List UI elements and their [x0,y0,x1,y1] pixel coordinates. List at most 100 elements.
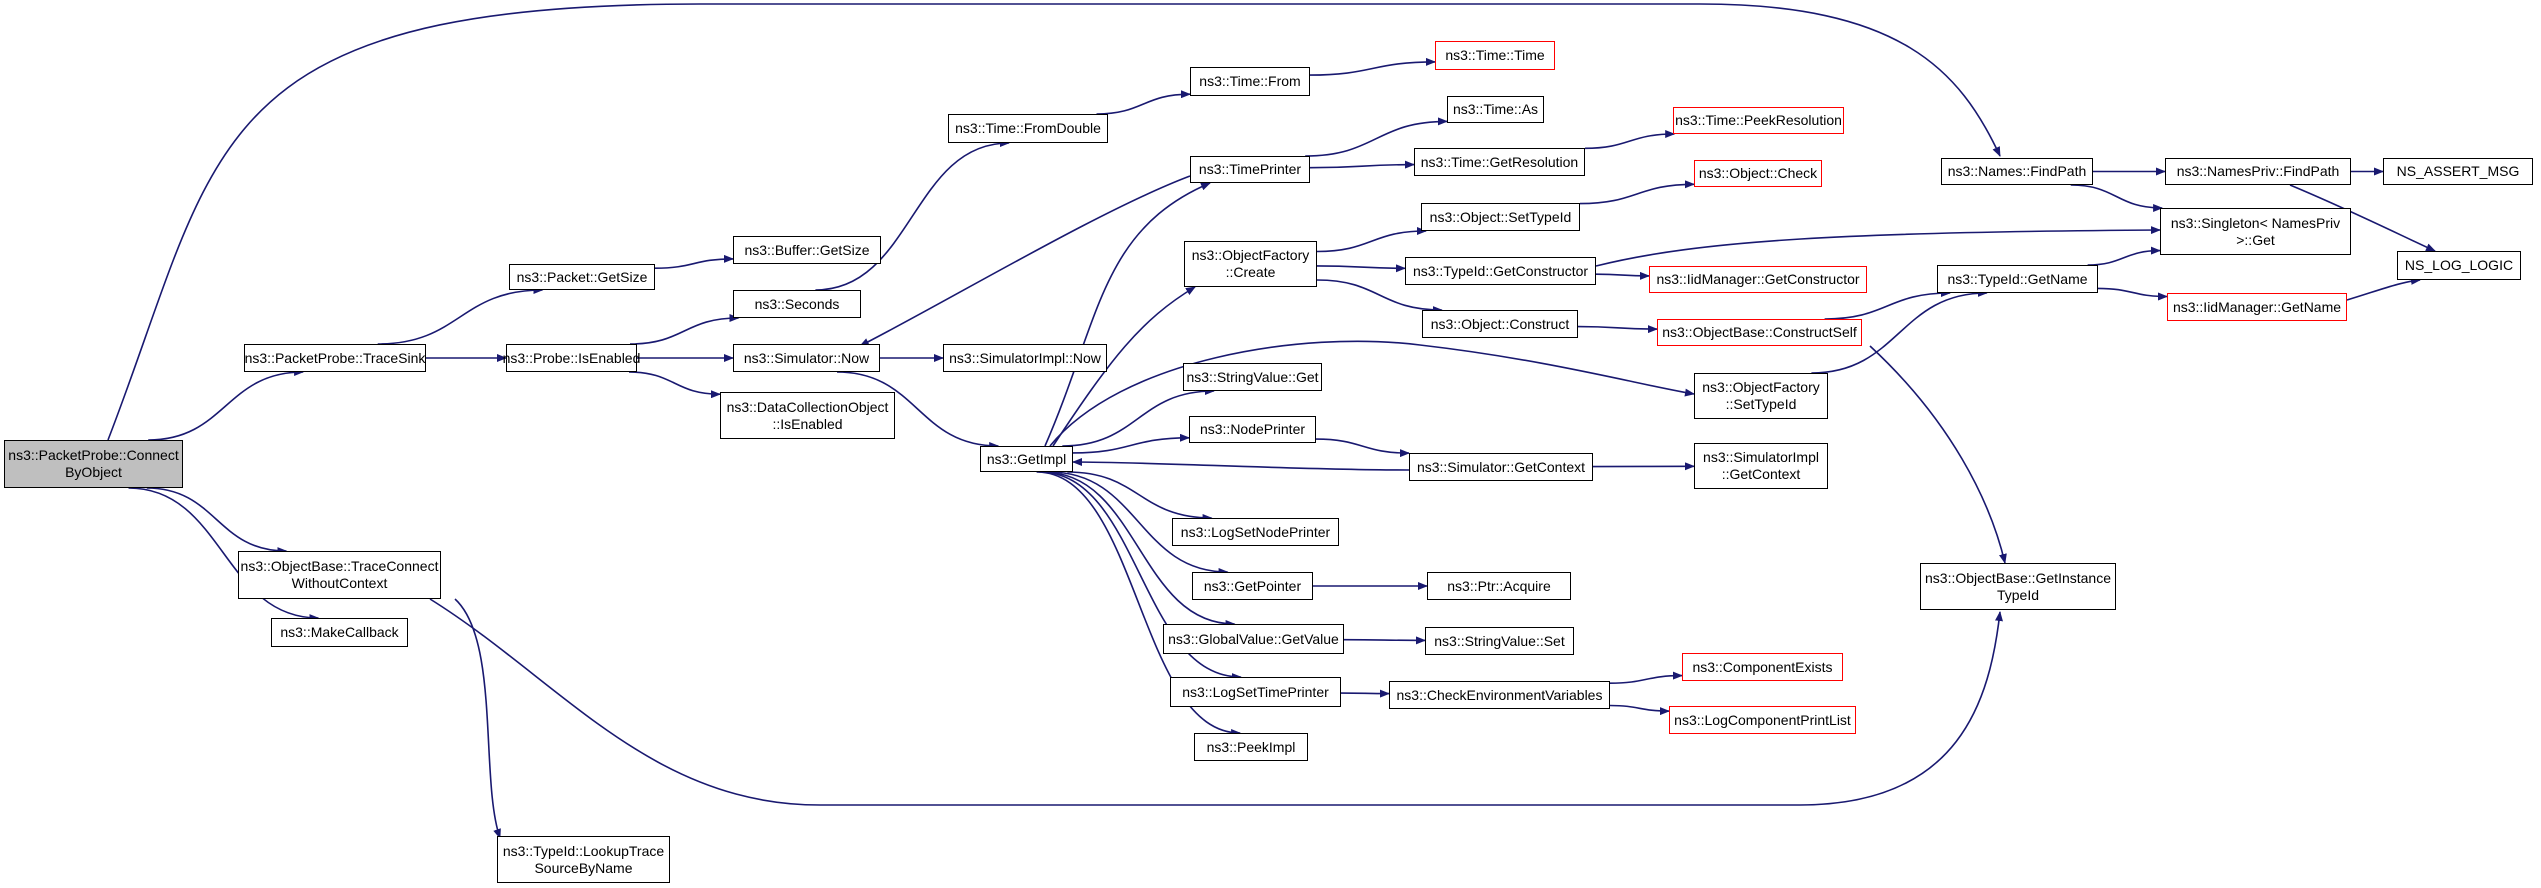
buffer-getsize-node[interactable]: ns3::Buffer::GetSize [733,236,881,264]
time-peekresolution-node[interactable]: ns3::Time::PeekResolution [1673,107,1844,134]
time-getresolution-node[interactable]: ns3::Time::GetResolution [1414,148,1585,176]
typeid-getname-node[interactable]: ns3::TypeId::GetName [1937,265,2098,293]
edge-seconds-to-time-fromdouble [815,139,1010,291]
edge-getimpl-to-objectfactory-settypeid [1049,340,1695,447]
time-time-node[interactable]: ns3::Time::Time [1435,41,1555,70]
seconds-node[interactable]: ns3::Seconds [733,290,861,318]
edge-objectfactory-create-to-typeid-getconstructor [1316,264,1406,273]
node-label-line: ns3::SimulatorImpl [1703,449,1819,465]
time-as-node[interactable]: ns3::Time::As [1447,96,1544,123]
edge-objectfactory-create-to-object-settypeid [1316,227,1427,253]
edge-packet-getsize-to-buffer-getsize [654,254,734,269]
call-edges [107,3,2436,839]
namespriv-findpath-node[interactable]: ns3::NamesPriv::FindPath [2165,158,2351,185]
node-label-line: ns3::Time::FromDouble [955,120,1101,136]
edge-getimpl-to-globalvalue-getvalue [1042,471,1236,628]
node-label-line: WithoutContext [291,575,388,591]
logsettimeprinter-node[interactable]: ns3::LogSetTimePrinter [1170,677,1341,707]
componentexists-node[interactable]: ns3::ComponentExists [1682,653,1843,681]
edge-getimpl-to-peekimpl [1036,471,1242,737]
edge-typeid-getname-to-iidmanager-getname [2097,287,2168,301]
edge-getimpl-to-stringvalue-get [1062,387,1215,447]
edge-time-fromdouble-to-time-from [1096,90,1191,115]
node-label-line: ns3::TypeId::LookupTrace [502,842,665,859]
edge-getimpl-to-logsetnodeprinter [1067,471,1213,522]
simulatorimpl-getcontext-node[interactable]: ns3::SimulatorImpl::GetContext [1694,443,1828,489]
simulator-now-node[interactable]: ns3::Simulator::Now [733,344,880,372]
datacollectionobject-isenabled-node[interactable]: ns3::DataCollectionObject::IsEnabled [720,392,895,439]
logcomponentprintlist-node[interactable]: ns3::LogComponentPrintList [1669,706,1856,734]
checkenvironmentvariables-node[interactable]: ns3::CheckEnvironmentVariables [1389,681,1610,709]
node-label-line: >::Get [2236,231,2275,248]
ptr-acquire-node[interactable]: ns3::Ptr::Acquire [1427,572,1571,600]
node-label-line: ns3::LogSetTimePrinter [1182,683,1329,700]
edge-timeprinter-to-time-as [1305,117,1448,157]
node-label-line: ns3::ObjectFactory [1191,247,1310,263]
node-label-line: ns3::Probe::IsEnabled [502,349,641,366]
names-findpath-node[interactable]: ns3::Names::FindPath [1941,158,2093,185]
time-from-node[interactable]: ns3::Time::From [1190,67,1310,96]
iidmanager-getconstructor-node[interactable]: ns3::IidManager::GetConstructor [1649,266,1867,293]
getimpl-node[interactable]: ns3::GetImpl [980,446,1073,472]
node-label-line: ns3::StringValue::Set [1434,632,1565,649]
objectfactory-settypeid-node[interactable]: ns3::ObjectFactory::SetTypeId [1694,373,1828,419]
ns-assert-msg-node[interactable]: NS_ASSERT_MSG [2383,158,2533,185]
edge-timeprinter-to-simulator-now [859,175,1191,347]
ns-log-logic-node[interactable]: NS_LOG_LOGIC [2397,251,2521,280]
node-label-line: ns3::IidManager::GetName [2172,298,2342,315]
node-label-line: ns3::ObjectBase::TraceConnect [240,558,439,574]
node-label-line: ns3::IidManager::GetConstructor [1656,271,1860,287]
globalvalue-getvalue-node[interactable]: ns3::GlobalValue::GetValue [1163,624,1344,654]
node-label-line: ns3::MakeCallback [280,624,399,640]
simulatorimpl-now-node[interactable]: ns3::SimulatorImpl::Now [943,344,1107,372]
node-label-line: ns3::LogSetNodePrinter [1180,523,1331,540]
edge-checkenvironmentvariables-to-logcomponentprintlist [1609,704,1670,716]
node-label-line: ns3::Simulator::GetContext [1416,458,1586,475]
nodeprinter-node[interactable]: ns3::NodePrinter [1189,416,1316,443]
time-fromdouble-node[interactable]: ns3::Time::FromDouble [948,114,1108,143]
object-check-node[interactable]: ns3::Object::Check [1694,160,1822,187]
makecallback-node[interactable]: ns3::MakeCallback [271,618,408,647]
edge-checkenvironmentvariables-to-componentexists [1609,671,1683,684]
probe-isenabled-node[interactable]: ns3::Probe::IsEnabled [503,344,640,372]
edge-iidmanager-getname-to-ns-log-logic [2346,276,2421,301]
logsetnodeprinter-node[interactable]: ns3::LogSetNodePrinter [1172,518,1339,546]
singleton-get-node[interactable]: ns3::Singleton< NamesPriv >::Get [2160,208,2351,255]
edge-getimpl-to-logsettimeprinter [1039,471,1242,681]
node-label-line: ns3::Simulator::Now [743,349,870,366]
peekimpl-node[interactable]: ns3::PeekImpl [1194,733,1308,761]
packet-getsize-node[interactable]: ns3::Packet::GetSize [509,264,655,290]
simulator-getcontext-node[interactable]: ns3::Simulator::GetContext [1409,453,1593,481]
typeid-getconstructor-node[interactable]: ns3::TypeId::GetConstructor [1405,257,1596,285]
node-label-line: ns3::Time::GetResolution [1420,153,1579,170]
stringvalue-get-node[interactable]: ns3::StringValue::Get [1183,363,1322,391]
node-label-line: ns3::TypeId::GetConstructor [1412,262,1589,279]
edge-objectbase-constructself-to-typeid-getname [1824,289,1951,320]
packetprobe-tracesink-node[interactable]: ns3::PacketProbe::TraceSink [244,344,426,372]
edge-time-from-to-time-time [1309,57,1436,76]
edge-getimpl-to-getpointer [1049,471,1229,576]
node-label-line: ns3::PeekImpl [1206,738,1296,755]
node-label-line: NS_LOG_LOGIC [2404,257,2514,273]
edge-timeprinter-to-time-getresolution [1309,160,1415,169]
object-construct-node[interactable]: ns3::Object::Construct [1422,310,1578,338]
edge-object-settypeid-to-object-check [1579,180,1695,205]
node-label-line: ns3::ComponentExists [1692,658,1833,675]
node-label-line: ns3::Time::From [1199,73,1301,89]
stringvalue-set-node[interactable]: ns3::StringValue::Set [1425,627,1574,655]
iidmanager-getname-node[interactable]: ns3::IidManager::GetName [2167,293,2347,321]
objectfactory-create-node[interactable]: ns3::ObjectFactory::Create [1184,241,1317,287]
getpointer-node[interactable]: ns3::GetPointer [1192,572,1313,600]
edge-typeid-getconstructor-to-iidmanager-getconstructor [1595,271,1650,280]
edge-typeid-getconstructor-to-singleton-get [1595,226,2161,267]
node-label-line: ns3::Singleton< NamesPriv [2170,214,2341,231]
edge-root-to-objectbase-traceconnect [146,487,288,555]
timeprinter-node[interactable]: ns3::TimePrinter [1190,156,1310,183]
object-settypeid-node[interactable]: ns3::Object::SetTypeId [1421,203,1580,231]
objectbase-constructself-node[interactable]: ns3::ObjectBase::ConstructSelf [1657,319,1862,346]
